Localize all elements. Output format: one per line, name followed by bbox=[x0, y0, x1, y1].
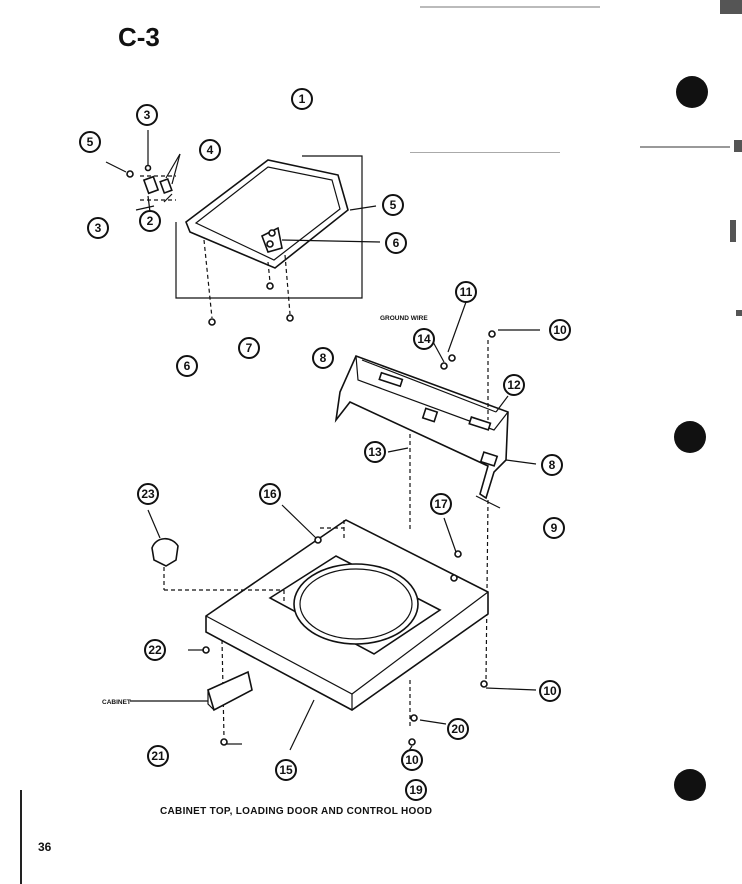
callout-23: 23 bbox=[137, 483, 159, 505]
callout-7: 7 bbox=[238, 337, 260, 359]
scan-noise bbox=[410, 0, 742, 316]
svg-text:6: 6 bbox=[393, 236, 400, 250]
callout-11: 11 bbox=[455, 281, 477, 303]
loading-door-group bbox=[163, 155, 381, 326]
callout-17: 17 bbox=[430, 493, 452, 515]
svg-text:23: 23 bbox=[141, 487, 155, 501]
callout-19: 19 bbox=[405, 779, 427, 801]
callout-4: 4 bbox=[199, 139, 221, 161]
svg-text:11: 11 bbox=[460, 285, 473, 299]
callout-3-left: 3 bbox=[87, 217, 109, 239]
svg-text:10: 10 bbox=[543, 684, 557, 698]
control-hood bbox=[334, 354, 509, 500]
callout-5-right: 5 bbox=[382, 194, 404, 216]
loading-door bbox=[185, 159, 349, 269]
callout-6-right: 6 bbox=[385, 232, 407, 254]
callout-12: 12 bbox=[503, 374, 525, 396]
svg-text:21: 21 bbox=[151, 749, 165, 763]
svg-text:1: 1 bbox=[299, 92, 306, 106]
svg-text:5: 5 bbox=[390, 198, 397, 212]
svg-text:16: 16 bbox=[263, 487, 277, 501]
svg-text:12: 12 bbox=[507, 378, 521, 392]
svg-text:5: 5 bbox=[87, 135, 94, 149]
svg-text:20: 20 bbox=[451, 722, 465, 736]
svg-text:6: 6 bbox=[184, 359, 191, 373]
callout-14: 14 bbox=[413, 328, 435, 350]
callout-16: 16 bbox=[259, 483, 281, 505]
svg-text:7: 7 bbox=[246, 341, 253, 355]
svg-text:10: 10 bbox=[553, 323, 567, 337]
svg-text:4: 4 bbox=[207, 143, 214, 157]
tub-clip bbox=[151, 537, 179, 567]
callout-10-top: 10 bbox=[549, 319, 571, 341]
svg-text:8: 8 bbox=[320, 351, 327, 365]
figure-caption: CABINET TOP, LOADING DOOR AND CONTROL HO… bbox=[160, 806, 433, 817]
page-code: C-3 bbox=[118, 22, 160, 52]
callout-21: 21 bbox=[147, 745, 169, 767]
ground-wire-label: GROUND WIRE bbox=[380, 315, 428, 322]
svg-text:13: 13 bbox=[368, 445, 382, 459]
svg-text:19: 19 bbox=[409, 783, 423, 797]
callout-13: 13 bbox=[364, 441, 386, 463]
svg-text:8: 8 bbox=[549, 458, 556, 472]
callout-20: 20 bbox=[447, 718, 469, 740]
svg-text:22: 22 bbox=[148, 643, 162, 657]
svg-text:3: 3 bbox=[95, 221, 102, 235]
page-number: 36 bbox=[38, 840, 52, 854]
punch-hole-bottom bbox=[674, 769, 706, 801]
svg-text:17: 17 bbox=[434, 497, 448, 511]
cabinet-label: CABINET bbox=[102, 699, 131, 706]
callout-9: 9 bbox=[543, 517, 565, 539]
punch-hole-top bbox=[676, 76, 708, 108]
svg-text:9: 9 bbox=[551, 521, 558, 535]
callout-8-hood: 8 bbox=[541, 454, 563, 476]
punch-hole-middle bbox=[674, 421, 706, 453]
control-hood-group bbox=[334, 301, 540, 681]
callout-3-top: 3 bbox=[136, 104, 158, 126]
svg-text:15: 15 bbox=[279, 763, 293, 777]
svg-text:14: 14 bbox=[417, 332, 431, 346]
callout-10-bottom: 10 bbox=[539, 680, 561, 702]
hinge-parts bbox=[105, 130, 181, 213]
svg-text:2: 2 bbox=[147, 214, 154, 228]
callout-2: 2 bbox=[139, 210, 161, 232]
callout-1: 1 bbox=[291, 88, 313, 110]
cabinet-bracket bbox=[130, 670, 253, 712]
door-bracket-line bbox=[175, 155, 363, 299]
callout-10-base: 10 bbox=[401, 749, 423, 771]
svg-text:3: 3 bbox=[144, 108, 151, 122]
margin-rule bbox=[20, 790, 22, 884]
callout-6-bottom: 6 bbox=[176, 355, 198, 377]
cabinet-top-group bbox=[163, 504, 537, 753]
callout-22: 22 bbox=[144, 639, 166, 661]
callout-5-left: 5 bbox=[79, 131, 101, 153]
callout-8-top: 8 bbox=[312, 347, 334, 369]
tub-ring bbox=[293, 563, 419, 645]
callout-15: 15 bbox=[275, 759, 297, 781]
svg-text:10: 10 bbox=[405, 753, 419, 767]
